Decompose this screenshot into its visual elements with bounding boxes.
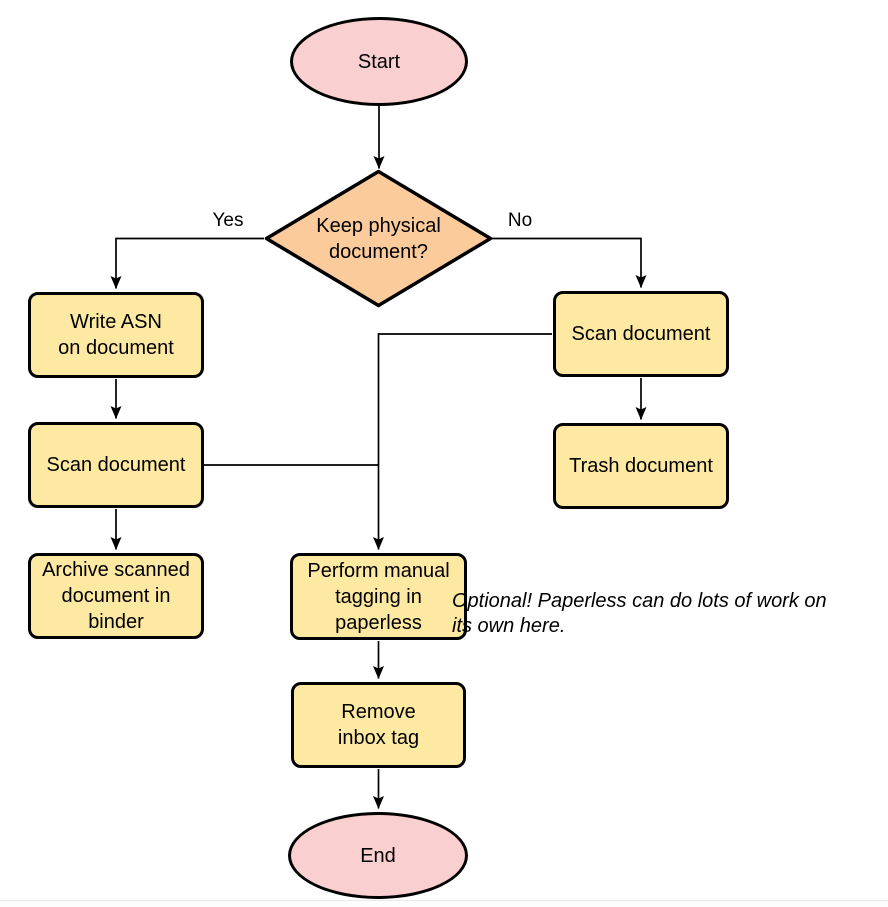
node-end-label: End [360,844,396,867]
node-start-label: Start [357,50,401,73]
edge-label-no: No [507,210,533,231]
optional-note: Optional! Paperless can do lots of work … [452,590,827,637]
node-trash-document-label: Trash document [569,455,713,477]
node-write-asn: Write ASN on document [28,292,204,378]
node-scan-document-left-label: Scan document [46,454,186,476]
node-archive-binder: Archive scanned document in binder [28,553,204,639]
node-end: End [288,812,468,899]
edge-decision-yes-to-write-asn [110,237,264,289]
bottom-divider-line [0,900,888,901]
node-scan-document-right-label: Scan document [571,323,711,345]
decision-diamond-shape [264,169,493,308]
node-manual-tagging: Perform manual tagging in paperless [290,553,467,640]
edge-decision-no-to-scan-right [491,237,647,288]
node-remove-inbox-tag-label: Remove inbox tag [337,701,420,749]
node-decision-label: Keep physical document? [316,214,441,263]
node-start: Start [290,17,468,106]
bottom-strip [0,901,888,907]
edge-label-yes: Yes [212,210,244,231]
node-manual-tagging-label: Perform manual tagging in paperless [307,559,450,634]
node-write-asn-label: Write ASN on document [58,311,174,359]
node-archive-binder-label: Archive scanned document in binder [42,559,190,633]
node-trash-document: Trash document [553,423,729,509]
node-scan-document-left: Scan document [28,422,204,508]
edge-scan-right-to-tagging [373,333,552,550]
node-remove-inbox-tag: Remove inbox tag [291,682,466,768]
node-scan-document-right: Scan document [553,291,729,377]
node-decision: Keep physical document? [283,210,474,267]
